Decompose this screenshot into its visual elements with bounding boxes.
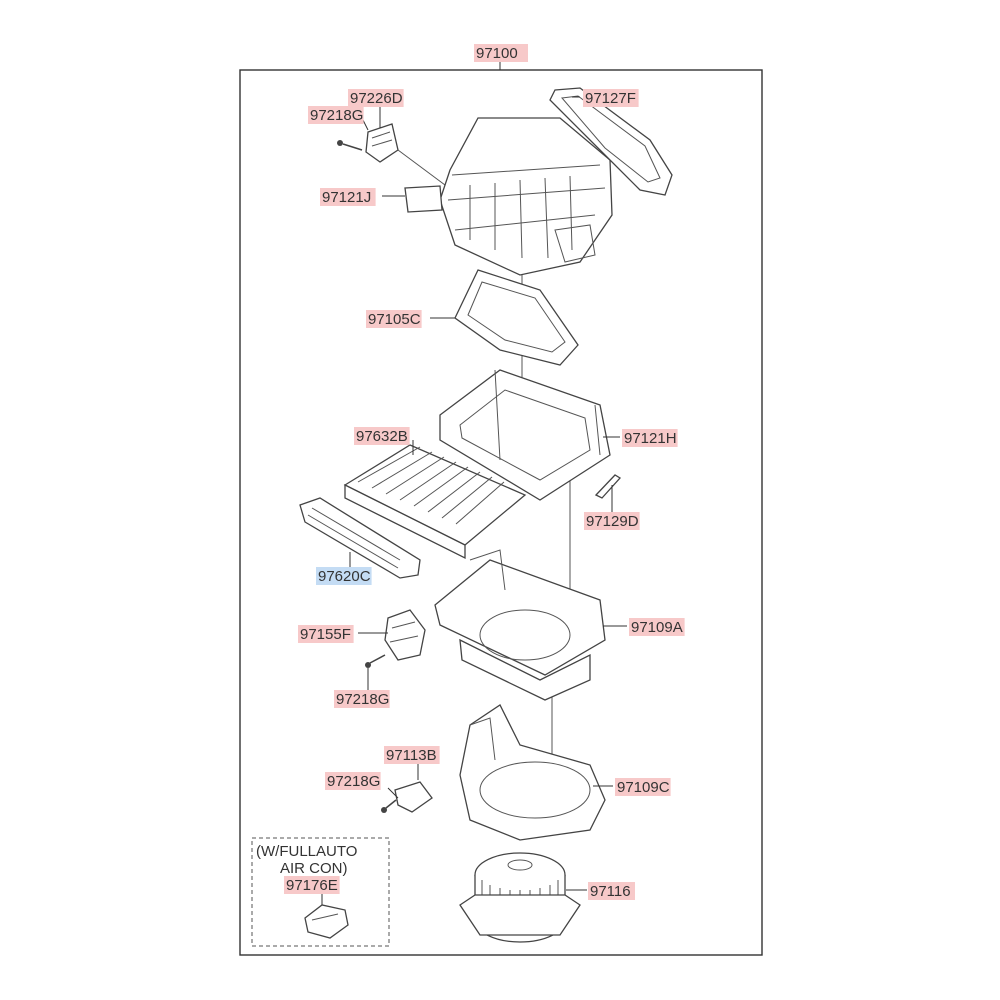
- label-highlight: [308, 106, 364, 124]
- part-number: 97121H: [624, 430, 677, 447]
- label-highlight: [325, 772, 381, 790]
- part-number: 97620C: [318, 568, 371, 585]
- label-97109c[interactable]: 97109C: [615, 778, 671, 796]
- actuator-97226d: [365, 123, 446, 186]
- blower-case-upper-97109a: [434, 549, 606, 701]
- frame-97105c: [454, 269, 579, 366]
- part-number: 97226D: [350, 90, 403, 107]
- part-number: 97109A: [631, 619, 683, 636]
- part-number: 97218G: [310, 107, 363, 124]
- label-highlight: [348, 89, 404, 107]
- label-highlight: [615, 778, 671, 796]
- label-97632b[interactable]: 97632B: [354, 427, 410, 445]
- intake-housing: [404, 117, 613, 276]
- actuator-97155f: [384, 609, 426, 661]
- label-highlight: [584, 512, 640, 530]
- screw-icon: [365, 654, 386, 668]
- screw-icon: [381, 799, 397, 813]
- filter-case-97121h: [439, 369, 611, 501]
- part-number: 97109C: [617, 779, 670, 796]
- leader-lines: [321, 96, 627, 905]
- label-highlight: [384, 746, 440, 764]
- label-97100[interactable]: 97100: [474, 44, 528, 62]
- label-97113b[interactable]: 97113B: [384, 746, 440, 764]
- label-highlight: [284, 876, 340, 894]
- label-highlight: [334, 690, 390, 708]
- label-97127f[interactable]: 97127F: [583, 89, 639, 107]
- part-number: 97155F: [300, 626, 351, 643]
- label-97218g_low[interactable]: 97218G: [325, 772, 381, 790]
- label-highlight: [622, 429, 678, 447]
- part-number: 97218G: [336, 691, 389, 708]
- option-box: [251, 837, 390, 947]
- part-number: 97632B: [356, 428, 408, 445]
- svg-text:97100: 97100: [476, 45, 518, 62]
- part-number: 97113B: [386, 747, 437, 764]
- option-line-2: AIR CON): [280, 860, 348, 877]
- label-highlight: [298, 625, 354, 643]
- part-number: 97129D: [586, 513, 639, 530]
- filter-cover-97620c: [299, 497, 421, 579]
- label-97176e[interactable]: 97176E: [284, 876, 340, 894]
- part-number: 97121J: [322, 189, 371, 206]
- label-97109a[interactable]: 97109A: [629, 618, 685, 636]
- cabin-filter-97632b: [343, 444, 527, 560]
- screw-icon: [337, 140, 363, 151]
- assembly-frame: [239, 69, 763, 956]
- label-97121j[interactable]: 97121J: [320, 188, 376, 206]
- label-highlight: [354, 427, 410, 445]
- label-highlight: [366, 310, 422, 328]
- part-number: 97218G: [327, 773, 380, 790]
- label-97155f[interactable]: 97155F: [298, 625, 354, 643]
- part-number: 97105C: [368, 311, 421, 328]
- resistor-97176e: [304, 904, 349, 939]
- part-number: 97116: [590, 883, 631, 900]
- label-highlight: [320, 188, 376, 206]
- label-highlight: [629, 618, 685, 636]
- part-number: 97127F: [585, 90, 636, 107]
- label-97218g_mid[interactable]: 97218G: [334, 690, 390, 708]
- label-97116[interactable]: 97116: [588, 882, 635, 900]
- label-97105c[interactable]: 97105C: [366, 310, 422, 328]
- label-highlight: [583, 89, 639, 107]
- label-97218g_top[interactable]: 97218G: [308, 106, 364, 124]
- label-97129d[interactable]: 97129D: [584, 512, 640, 530]
- seal-strip-97129d: [594, 474, 622, 499]
- blower-motor-97116: [459, 852, 581, 943]
- part-number: 97176E: [286, 877, 338, 894]
- blower-case-lower-97109c: [459, 704, 606, 841]
- option-line-1: (W/FULLAUTO: [256, 843, 357, 860]
- label-97226d[interactable]: 97226D: [348, 89, 404, 107]
- resistor-97113b: [394, 781, 433, 813]
- label-highlight: [316, 567, 372, 585]
- label-97620c[interactable]: 97620C: [316, 567, 372, 585]
- label-97121h[interactable]: 97121H: [622, 429, 678, 447]
- label-highlight: [588, 882, 635, 900]
